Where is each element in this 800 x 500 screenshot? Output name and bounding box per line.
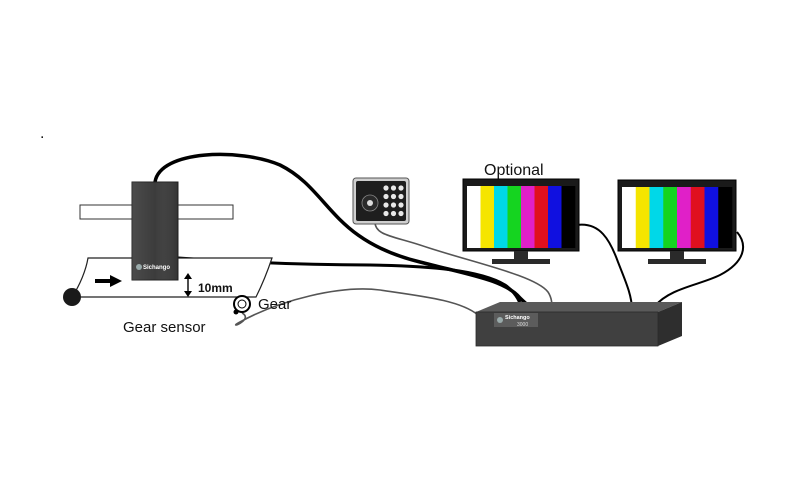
gap-indicator <box>184 273 192 297</box>
gear-sensor-label: Gear sensor <box>123 319 206 336</box>
monitor-2-color-bar <box>704 187 719 248</box>
keypad-key <box>390 202 397 208</box>
monitor-1-color-bar <box>507 186 522 248</box>
monitor-1-color-bar <box>548 186 562 248</box>
gear-icon <box>233 309 239 315</box>
keypad-key <box>398 210 404 217</box>
brand-logo-icon <box>136 264 142 270</box>
monitor-1-cable <box>576 223 633 311</box>
monitor-1-neck <box>514 251 528 259</box>
monitor-2-color-bar <box>718 187 733 248</box>
stray-mark: . <box>40 125 44 142</box>
monitor-2-color-bar <box>649 187 664 248</box>
monitor-1-color-bar <box>494 186 508 248</box>
controller-box: Sichango 3000 <box>475 302 682 347</box>
gap-label: 10mm <box>198 281 233 295</box>
keypad-cable <box>374 221 553 311</box>
monitor-2-color-bar <box>622 187 637 248</box>
monitor-2-neck <box>670 251 684 259</box>
keypad-key <box>398 202 404 208</box>
sensor-brand-label: Sichango <box>143 265 170 271</box>
keypad-key <box>383 193 389 200</box>
keypad-key <box>383 202 389 208</box>
gear-label: Gear <box>258 296 291 313</box>
monitor-2-color-bar <box>635 187 650 248</box>
keypad <box>352 177 410 225</box>
monitor-2-color-bar <box>663 187 678 248</box>
keypad-key <box>390 185 397 191</box>
optional-label: Optional <box>484 162 544 179</box>
sensor-head-cable <box>153 152 532 311</box>
arrow-right-icon <box>95 275 122 287</box>
gear-sensor <box>233 295 251 315</box>
controller-logo-icon <box>497 317 503 323</box>
controller-panel <box>494 313 538 327</box>
monitor-1-stand <box>492 259 550 264</box>
monitor-1-color-bar <box>561 186 576 248</box>
keypad-key <box>383 185 389 191</box>
gear-sensor-cable <box>235 288 479 326</box>
monitor-1-color-bar <box>521 186 535 248</box>
monitor-1-color-bar <box>534 186 549 248</box>
sensor-head: Sichango <box>131 181 179 281</box>
monitor-1-color-bar <box>480 186 495 248</box>
monitor-2-cable <box>654 231 745 307</box>
monitor-2-color-bar <box>677 187 692 248</box>
keypad-key <box>398 185 404 191</box>
monitor-2-stand <box>648 259 706 264</box>
monitor-1 <box>462 178 580 264</box>
keypad-key <box>390 210 397 217</box>
monitor-2 <box>617 179 737 264</box>
controller-brand-label: Sichango <box>505 315 530 321</box>
keypad-key <box>383 210 389 217</box>
keypad-key <box>390 193 397 200</box>
keypad-key <box>398 193 404 200</box>
controller-model-label: 3000 <box>517 322 528 328</box>
monitor-1-color-bar <box>467 186 481 248</box>
belt-roller <box>63 288 81 306</box>
monitor-2-color-bar <box>690 187 705 248</box>
